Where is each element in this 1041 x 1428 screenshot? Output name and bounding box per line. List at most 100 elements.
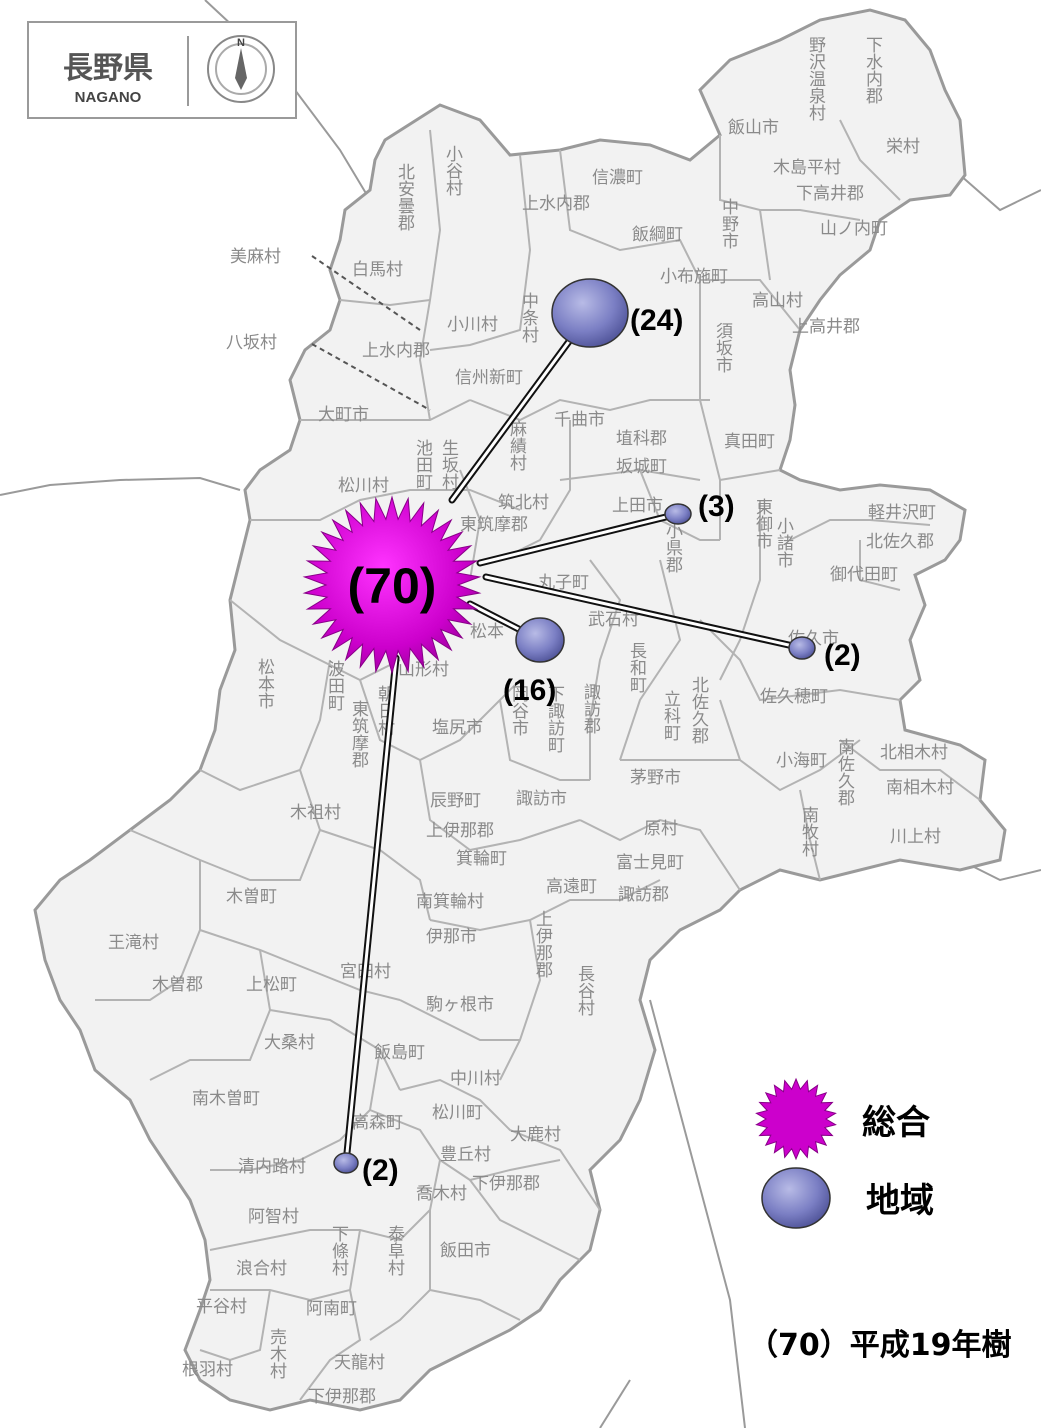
municipality-label: 高山村 (752, 291, 803, 311)
municipality-label: 野沢温泉村 (805, 36, 826, 121)
regional-node (788, 636, 816, 660)
municipality-label: 坂城町 (616, 457, 667, 477)
municipality-label: 飯島町 (374, 1043, 425, 1063)
municipality-label: 栄村 (886, 137, 920, 157)
logo-name-jp: 長野県 (63, 51, 153, 86)
municipality-label: 松本市 (254, 658, 275, 709)
municipality-label: 諏訪郡 (618, 885, 669, 905)
regional-node (515, 617, 565, 663)
regional-count-label: (16) (503, 674, 556, 707)
municipality-label: 須坂市 (712, 322, 733, 373)
municipality-label: 喬木村 (416, 1184, 467, 1204)
municipality-label: 塩尻市 (432, 718, 483, 738)
regional-count-label: (24) (630, 304, 683, 337)
municipality-label: 生坂村 (438, 439, 459, 490)
regional-count-label: (3) (698, 490, 735, 523)
facility-nodes: (70) (24) (3) (16) (2) (2) (302, 278, 861, 1187)
municipality-label: 箕輪町 (456, 849, 507, 869)
municipality-label: 諏訪郡 (580, 683, 601, 734)
municipality-label: 下條村 (328, 1225, 349, 1276)
connection-line-inner (484, 575, 804, 650)
regional-count-label: (2) (824, 639, 861, 672)
municipality-label: 平谷村 (196, 1297, 247, 1317)
municipality-label: 真田町 (724, 432, 775, 452)
municipality-label: 白馬村 (352, 260, 403, 280)
municipality-label: 池田町 (412, 439, 433, 490)
municipality-label: 松本 (470, 622, 504, 642)
municipality-label: 長和町 (626, 642, 647, 693)
municipality-label: 駒ヶ根市 (426, 995, 494, 1015)
municipality-label: 大鹿村 (510, 1125, 561, 1145)
municipality-label: 飯綱町 (632, 225, 683, 245)
municipality-label: 下諏訪町 (544, 685, 565, 753)
municipality-label: 東筑摩郡 (348, 700, 369, 768)
municipality-label: 北佐久郡 (866, 532, 934, 552)
municipality-label: 中川村 (450, 1069, 501, 1089)
municipality-label: 売木村 (266, 1328, 287, 1379)
municipality-label: 川上村 (890, 827, 941, 847)
compass-letter: N (237, 37, 245, 49)
municipality-label: 辰野町 (430, 791, 481, 811)
municipality-label: 御代田町 (830, 565, 898, 585)
municipality-label: 埴科郡 (616, 429, 667, 449)
municipality-label: 美麻村 (230, 247, 281, 267)
municipality-label: 東筑摩郡 (460, 515, 528, 535)
municipality-label: 長谷村 (574, 965, 595, 1016)
legend-burst-icon (755, 1077, 837, 1161)
municipality-label: 小県郡 (662, 522, 683, 573)
municipality-label: 武石村 (588, 610, 639, 630)
municipality-label: 伊那市 (426, 927, 477, 947)
hub-general-burst (302, 495, 482, 675)
compass-icon: N (207, 35, 275, 103)
municipality-label: 阿智村 (248, 1207, 299, 1227)
municipality-label: 上松町 (246, 975, 297, 995)
municipality-label: 中野市 (718, 198, 739, 249)
municipality-label: 小布施町 (660, 267, 728, 287)
municipality-label: 南相木村 (886, 778, 954, 798)
municipality-labels: 小谷村北安曇郡美麻村白馬村八坂村小川村上水内郡大町市信州新町中条村信濃町上水内郡… (108, 36, 954, 1407)
connection-line-inner (344, 656, 398, 1165)
municipality-label: 大桑村 (264, 1033, 315, 1053)
municipality-label: 千曲市 (554, 410, 605, 430)
municipality-label: 泰阜村 (384, 1225, 405, 1276)
legend-ellipse-icon (761, 1167, 831, 1229)
municipality-label: 小海町 (776, 751, 827, 771)
municipality-label: 北相木村 (880, 743, 948, 763)
municipality-label: 波田町 (324, 660, 345, 711)
municipality-label: 山形村 (398, 660, 449, 680)
municipality-label: 上水内郡 (362, 341, 430, 361)
municipality-label: 木曽町 (226, 887, 277, 907)
municipality-label: 豊丘村 (440, 1145, 491, 1165)
municipality-label: 北安曇郡 (394, 163, 415, 231)
municipality-label: 下水内郡 (862, 36, 883, 104)
municipality-label: 信州新町 (455, 368, 523, 388)
municipality-label: 原村 (644, 819, 678, 839)
regional-node (551, 278, 629, 348)
connection-line-inner (478, 512, 680, 565)
connection-line-inner (450, 311, 592, 502)
municipality-label: 高森町 (352, 1113, 403, 1133)
municipality-label: 小川村 (447, 315, 498, 335)
municipality-label: 八坂村 (226, 333, 277, 353)
regional-count-label: (2) (362, 1154, 399, 1187)
municipality-label: 木祖村 (290, 803, 341, 823)
municipality-label: 浪合村 (236, 1259, 287, 1279)
municipality-label: 大町市 (318, 405, 369, 425)
municipality-label: 上水内郡 (522, 194, 590, 214)
regional-node (333, 1152, 359, 1174)
municipality-label: 山ノ内町 (820, 219, 888, 239)
municipality-label: 北佐久郡 (688, 676, 709, 744)
municipality-label: 東御市 (752, 498, 773, 549)
municipality-label: 高遠町 (546, 877, 597, 897)
municipality-label: 木島平村 (773, 158, 841, 178)
municipality-label: 小諸市 (773, 517, 794, 568)
municipality-label: 下伊那郡 (472, 1174, 540, 1194)
municipality-label: 南佐久郡 (834, 738, 855, 806)
municipality-label: 中条村 (518, 292, 539, 343)
connection-lines (342, 309, 806, 1167)
legend: 総合 地域 (755, 1077, 934, 1229)
municipality-label: 松川町 (432, 1103, 483, 1123)
hub-count-label: (70) (348, 558, 437, 614)
